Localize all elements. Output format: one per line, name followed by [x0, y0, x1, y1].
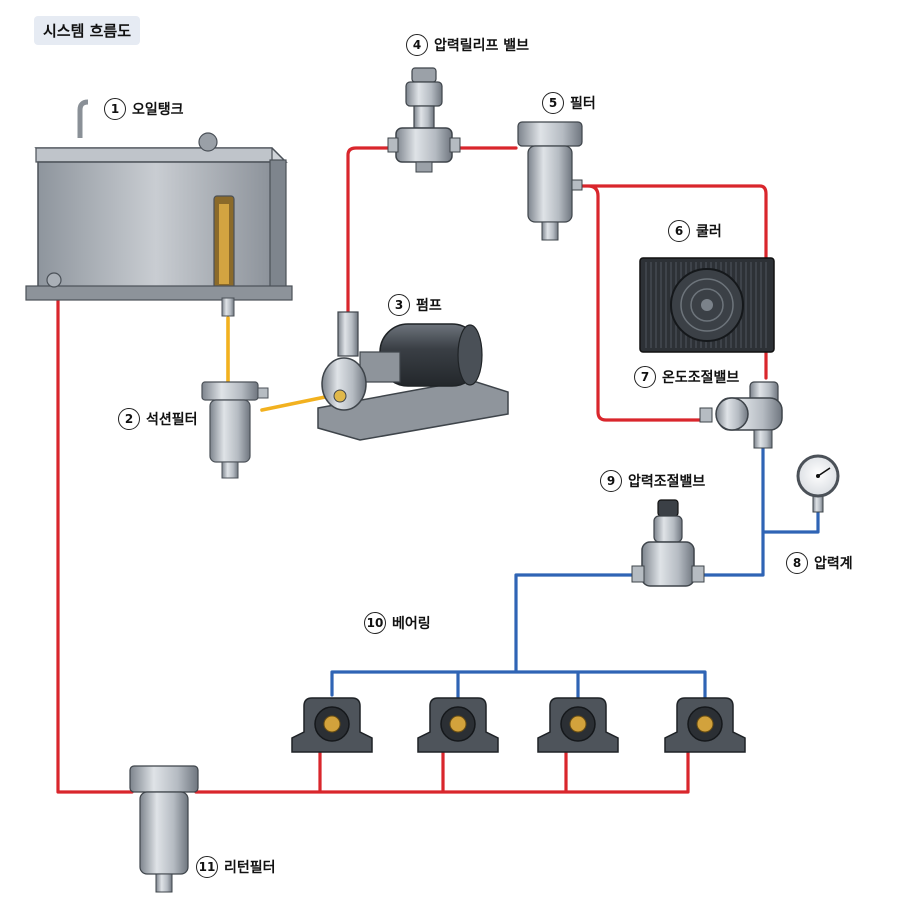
label-text: 오일탱크	[132, 102, 184, 118]
pressure-valve[interactable]	[631, 499, 705, 587]
bearing-unit[interactable]	[417, 697, 499, 753]
supply-line	[330, 438, 820, 704]
number-badge: 5	[542, 92, 564, 114]
label-text: 압력릴리프 밸브	[434, 38, 530, 54]
label-text: 펌프	[416, 298, 442, 314]
bearing-unit[interactable]	[664, 697, 746, 753]
label-text: 필터	[570, 96, 596, 112]
label-bearing: 10 베어링	[364, 612, 431, 634]
tank-body	[37, 161, 275, 297]
tank-breather-pipe	[77, 99, 89, 138]
oil-tank[interactable]	[25, 99, 293, 317]
number-badge: 1	[104, 98, 126, 120]
cooler[interactable]	[639, 257, 775, 353]
suction-filter[interactable]	[201, 381, 269, 479]
pressure-gauge[interactable]	[796, 454, 840, 513]
label-return-filter: 11 리턴필터	[196, 856, 276, 878]
number-badge: 10	[364, 612, 386, 634]
bearing-unit[interactable]	[291, 697, 373, 753]
number-badge: 6	[668, 220, 690, 242]
label-pressure-gauge: 8 압력계	[786, 552, 853, 574]
number-badge: 3	[388, 294, 410, 316]
label-temp-valve: 7 온도조절밸브	[634, 366, 739, 388]
label-text: 베어링	[392, 616, 431, 632]
suction-line	[226, 316, 332, 412]
gauge-needle	[817, 467, 831, 477]
label-relief-valve: 4 압력릴리프 밸브	[406, 34, 529, 56]
label-cooler: 6 쿨러	[668, 220, 722, 242]
return-filter[interactable]	[129, 765, 199, 893]
number-badge: 2	[118, 408, 140, 430]
label-filter: 5 필터	[542, 92, 596, 114]
temp-valve[interactable]	[699, 381, 783, 449]
label-pump: 3 펌프	[388, 294, 442, 316]
bearings	[291, 697, 746, 753]
label-text: 리턴필터	[224, 860, 276, 876]
number-badge: 7	[634, 366, 656, 388]
label-oil-tank: 1 오일탱크	[104, 98, 184, 120]
tank-base	[25, 285, 293, 301]
label-text: 압력계	[814, 556, 853, 572]
label-text: 온도조절밸브	[662, 370, 740, 386]
tank-filler-cap	[198, 132, 218, 152]
number-badge: 11	[196, 856, 218, 878]
label-text: 압력조절밸브	[628, 474, 706, 490]
label-pressure-valve: 9 압력조절밸브	[600, 470, 705, 492]
number-badge: 4	[406, 34, 428, 56]
number-badge: 8	[786, 552, 808, 574]
number-badge: 9	[600, 470, 622, 492]
pump[interactable]	[317, 311, 509, 441]
relief-valve[interactable]	[387, 67, 461, 173]
pump-head	[321, 357, 367, 411]
diagram-title: 시스템 흐름도	[34, 16, 141, 45]
label-text: 쿨러	[696, 224, 722, 240]
bearing-unit[interactable]	[537, 697, 619, 753]
return-line	[56, 298, 690, 794]
pipes	[56, 146, 820, 794]
label-suction-filter: 2 석션필터	[118, 408, 198, 430]
pressure-line	[346, 146, 768, 422]
label-text: 석션필터	[146, 412, 198, 428]
filter[interactable]	[517, 121, 583, 241]
